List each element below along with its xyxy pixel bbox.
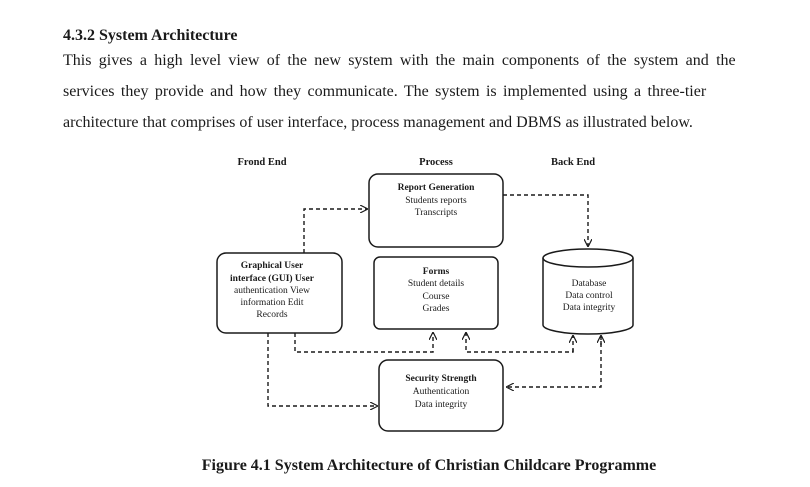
database-line: Data integrity xyxy=(563,303,616,313)
connector-report-to-database xyxy=(503,194,588,246)
database-cylinder xyxy=(542,248,634,335)
security-strength-box xyxy=(378,359,504,432)
database-line: Database xyxy=(572,279,607,289)
gui-line: information Edit xyxy=(240,297,303,308)
connector-database-to-forms xyxy=(466,333,574,353)
figure-caption: Figure 4.1 System Architecture of Christ… xyxy=(201,457,657,474)
database-line: Data control xyxy=(565,291,613,301)
connector-database-to-security xyxy=(507,336,602,387)
report-generation-box xyxy=(368,173,504,248)
header-process: Process xyxy=(419,157,453,168)
gui-line: authentication View xyxy=(234,286,310,296)
header-back-end: Back End xyxy=(551,157,595,168)
forms-box xyxy=(373,256,499,330)
forms-title: Forms xyxy=(423,267,450,277)
connector-gui-to-report xyxy=(303,209,367,253)
connector-gui-to-forms xyxy=(294,333,433,353)
paragraph-line-1: This gives a high level view of the new … xyxy=(63,52,736,69)
forms-line: Course xyxy=(423,292,450,302)
header-front-end: Frond End xyxy=(237,157,286,168)
report-generation-line: Transcripts xyxy=(415,208,458,218)
connector-gui-to-security xyxy=(267,333,377,406)
report-generation-line: Students reports xyxy=(405,196,467,206)
forms-line: Student details xyxy=(408,279,465,289)
paragraph-line-3: architecture that comprises of user inte… xyxy=(63,114,693,131)
security-strength-line: Data integrity xyxy=(415,400,468,410)
section-heading: 4.3.2 System Architecture xyxy=(63,27,238,44)
gui-line: Records xyxy=(256,310,287,320)
gui-box xyxy=(216,252,343,334)
paragraph-line-2: services they provide and how they commu… xyxy=(63,83,707,100)
security-strength-line: Authentication xyxy=(413,387,470,397)
gui-line-title: interface (GUI) User xyxy=(230,273,315,284)
gui-line-title: Graphical User xyxy=(241,261,304,271)
security-strength-title: Security Strength xyxy=(405,374,477,384)
forms-line: Grades xyxy=(423,304,450,314)
report-generation-title: Report Generation xyxy=(398,183,475,193)
